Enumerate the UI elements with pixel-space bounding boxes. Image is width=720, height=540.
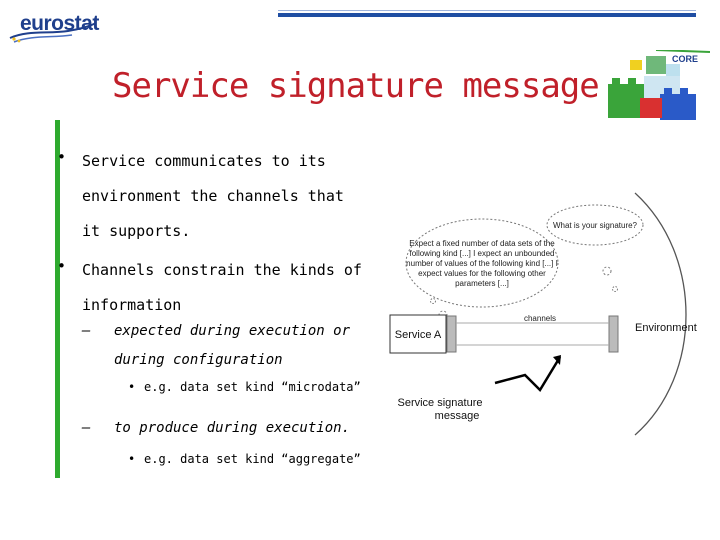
sub-item-1-line-2: during configuration xyxy=(114,352,283,368)
service-a-box xyxy=(389,314,447,354)
answer-line-4: expect values for the following other xyxy=(418,269,546,278)
header-bar xyxy=(278,13,696,17)
header-thin-line xyxy=(278,10,696,11)
sub-item-2-line-1: to produce during execution. xyxy=(114,420,351,436)
sub-bullet-dot: • xyxy=(128,380,136,394)
core-lego-graphic xyxy=(600,49,711,122)
answer-line-2: following kind [...] I expect an unbound… xyxy=(410,249,555,258)
sub-item-1-line-1: expected during execution or xyxy=(114,323,351,339)
bullet-1-line-3: it supports. xyxy=(82,222,191,240)
message-label-line-1: Service signature xyxy=(398,397,483,409)
lightning-bolt-icon xyxy=(494,356,562,393)
service-a-label: Service A xyxy=(395,329,442,341)
dash-marker: – xyxy=(82,420,91,436)
dash-marker: – xyxy=(82,323,91,339)
bullet-1-line-1: Service communicates to its xyxy=(82,152,326,170)
question-text: What is your signature? xyxy=(553,221,638,230)
logo-text: eurostat xyxy=(20,12,99,35)
eurostat-swoosh-icon xyxy=(9,22,97,43)
channels-label: channels xyxy=(524,314,556,323)
page-title: Service signature message xyxy=(112,66,600,106)
content-accent-bar xyxy=(55,120,60,478)
sub-bullet-dot: • xyxy=(128,452,136,466)
bullet-dot: • xyxy=(57,148,67,166)
answer-line-1: Expect a fixed number of data sets of th… xyxy=(409,239,555,248)
answer-line-3: number of values of the following kind [… xyxy=(406,259,558,268)
bullet-dot: • xyxy=(57,257,67,275)
answer-bubble xyxy=(405,218,559,308)
environment-arc xyxy=(634,192,687,436)
example-1: e.g. data set kind “microdata” xyxy=(144,380,361,394)
question-bubble xyxy=(546,204,644,246)
bullet-2-line-1: Channels constrain the kinds of xyxy=(82,261,362,279)
bullet-2-line-2: information xyxy=(82,296,182,314)
example-2: e.g. data set kind “aggregate” xyxy=(144,452,361,466)
message-label-line-2: message xyxy=(435,410,480,422)
answer-line-5: parameters [...] xyxy=(455,279,509,288)
environment-label: Environment xyxy=(635,322,697,334)
bullet-1-line-2: environment the channels that xyxy=(82,187,344,205)
signature-diagram: What is your signature? Expect a fixed n… xyxy=(385,185,715,445)
core-label: CORE xyxy=(672,54,699,64)
eurostat-logo: eurostat xyxy=(8,4,99,44)
